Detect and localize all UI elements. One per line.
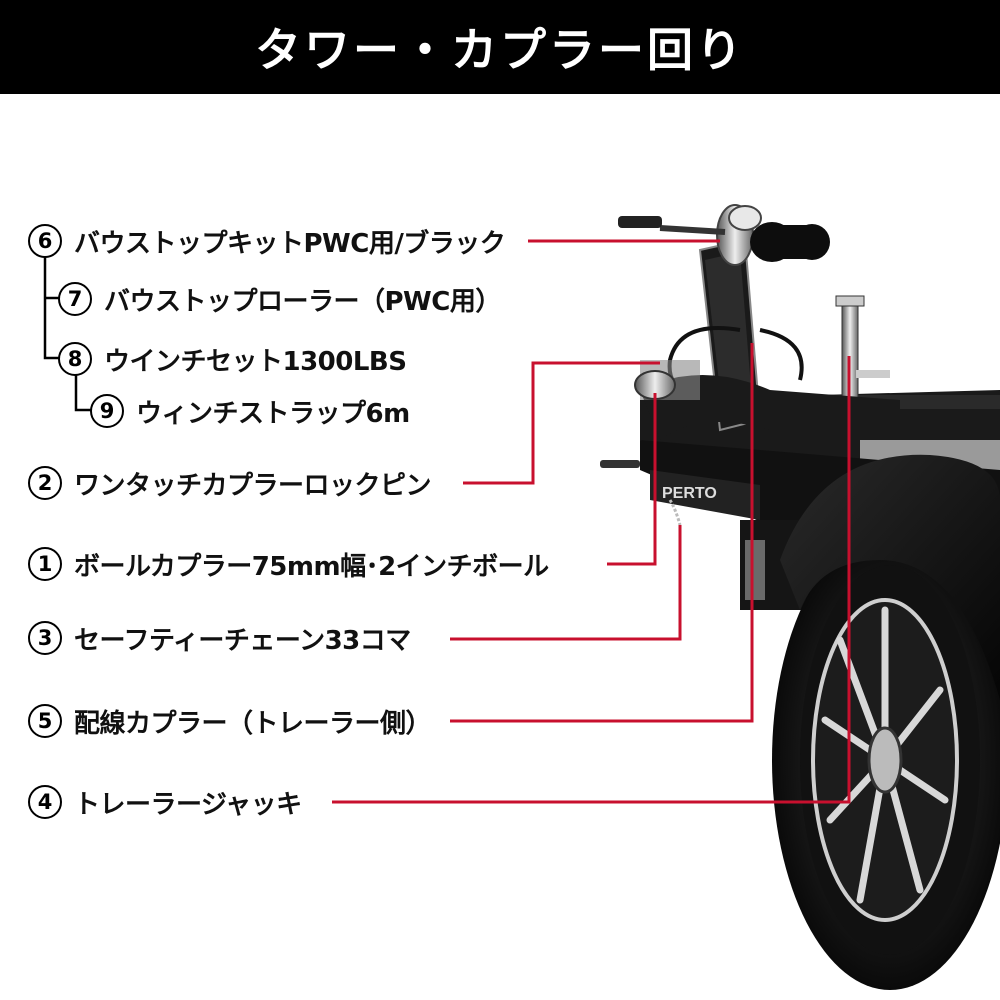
number-badge-7: 7 bbox=[58, 282, 92, 316]
number-badge-4: 4 bbox=[28, 785, 62, 819]
item-label: セーフティーチェーン33コマ bbox=[74, 625, 411, 656]
item-label: ワンタッチカプラーロックピン bbox=[74, 470, 432, 501]
number-badge-8: 8 bbox=[58, 342, 92, 376]
item-label: ウィンチストラップ6m bbox=[136, 398, 410, 429]
item-winch-set: 8 ウインチセット1300LBS bbox=[58, 339, 407, 379]
item-ball-coupler: 1 ボールカプラー75mm幅･2インチボール bbox=[28, 544, 549, 584]
page-title: タワー・カプラー回り bbox=[255, 23, 745, 77]
number-badge-1: 1 bbox=[28, 547, 62, 581]
bow-stop-roller bbox=[728, 205, 830, 262]
item-bow-stop-kit: 6 バウストップキットPWC用/ブラック bbox=[28, 221, 506, 261]
header-bar: タワー・カプラー回り bbox=[0, 0, 1000, 94]
ball-coupler bbox=[634, 370, 676, 400]
item-label: 配線カプラー（トレーラー側） bbox=[74, 708, 432, 739]
item-label: バウストップローラー（PWC用） bbox=[104, 286, 501, 317]
number-badge-9: 9 bbox=[90, 394, 124, 428]
item-wiring-coupler: 5 配線カプラー（トレーラー側） bbox=[28, 701, 432, 741]
number-badge-2: 2 bbox=[28, 466, 62, 500]
item-bow-stop-roller: 7 バウストップローラー（PWC用） bbox=[58, 279, 501, 319]
item-label: ウインチセット1300LBS bbox=[104, 346, 407, 377]
number-badge-6: 6 bbox=[28, 224, 62, 258]
item-trailer-jack: 4 トレーラージャッキ bbox=[28, 782, 302, 822]
item-label: バウストップキットPWC用/ブラック bbox=[74, 228, 506, 259]
item-safety-chain: 3 セーフティーチェーン33コマ bbox=[28, 618, 411, 658]
number-badge-5: 5 bbox=[28, 704, 62, 738]
item-coupler-lock-pin: 2 ワンタッチカプラーロックピン bbox=[28, 463, 432, 503]
item-label: トレーラージャッキ bbox=[74, 789, 302, 820]
item-winch-strap: 9 ウィンチストラップ6m bbox=[90, 391, 410, 431]
fender-logo-text: PERTO bbox=[662, 485, 717, 502]
item-label: ボールカプラー75mm幅･2インチボール bbox=[74, 551, 549, 582]
number-badge-3: 3 bbox=[28, 621, 62, 655]
